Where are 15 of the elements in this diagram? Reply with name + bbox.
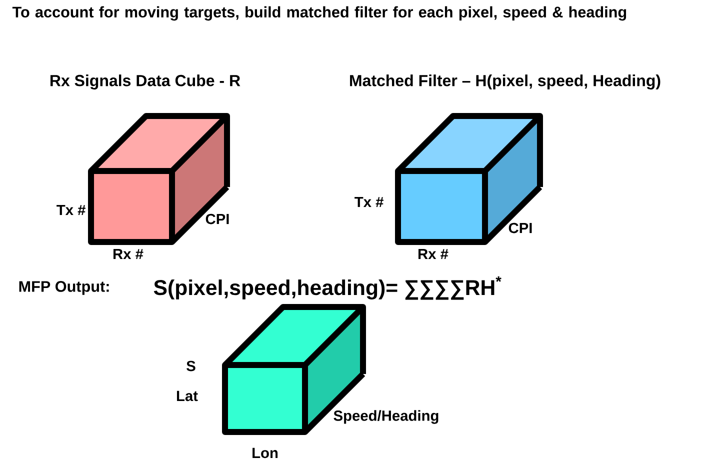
formula-label: MFP Output: [19,281,109,295]
axis-label: Tx # [354,196,384,208]
cube-heading: Matched Filter – H(pixel, speed, Heading) [350,74,660,90]
axis-label: S [186,360,196,372]
axis-label: Tx # [56,204,86,216]
axis-label: Speed/Heading [334,410,438,424]
axis-label: Lon [252,448,278,458]
axis-label: CPI [508,222,532,234]
axis-label: CPI [206,214,229,224]
cube-heading: Rx Signals Data Cube - R [50,74,240,90]
axis-label: Rx # [418,248,448,260]
formula: S(pixel,speed,heading)= ∑∑∑∑RH$^{*}$ [154,276,502,300]
axis-label: Rx # [114,248,144,260]
axis-label: Lat [177,390,198,402]
title: To account for moving targets, build matched filter for each pixel, speed & heading [12,6,626,21]
